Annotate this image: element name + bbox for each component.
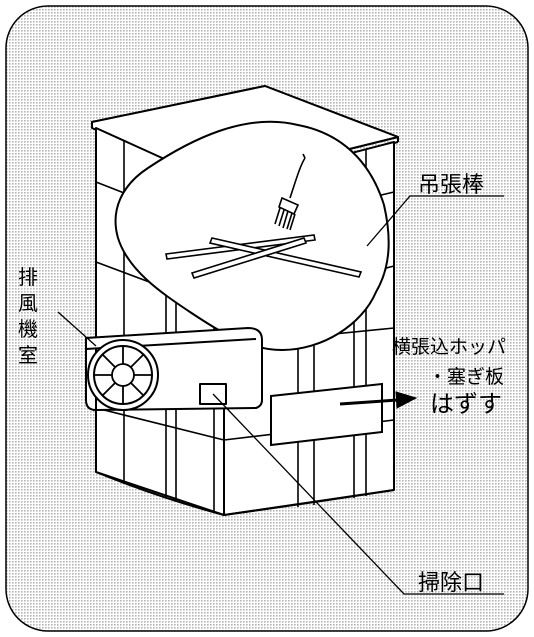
right-arrow-icon (339, 391, 418, 409)
label-hopper-1: 横張込ホッパ (392, 336, 506, 358)
label-hopper-2: ・塞ぎ板 (428, 366, 504, 388)
hanging-rods (165, 234, 363, 279)
label-hopper-3: はずす (430, 390, 502, 418)
label-haiki-4: 室 (18, 343, 38, 367)
label-haiki-3: 機 (18, 317, 38, 341)
label-haiki-1: 排 (18, 265, 38, 289)
exhaust-fan-icon (94, 346, 152, 404)
hopper-cover-plate (270, 382, 383, 447)
bag-cover (114, 120, 390, 352)
exhaust-fan-housing (85, 327, 263, 411)
label-haiki-2: 風 (18, 291, 38, 315)
label-souji: 掃除口 (418, 571, 484, 596)
leader-lines (57, 195, 504, 595)
brush-icon (274, 153, 306, 231)
label-tsuribari: 吊張棒 (418, 173, 484, 198)
